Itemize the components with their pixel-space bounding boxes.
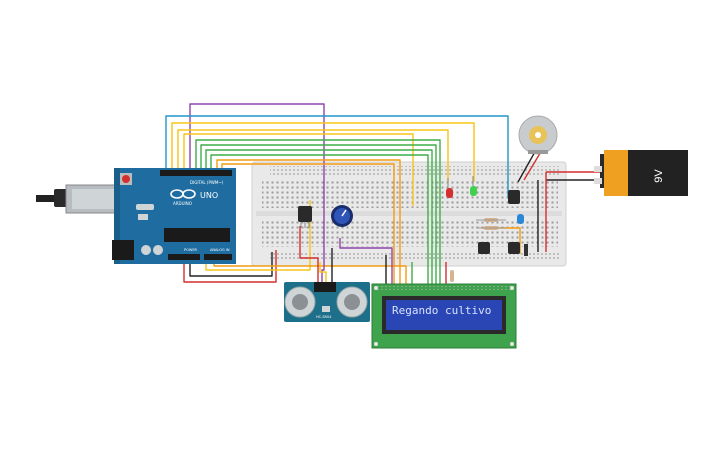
wire-yellow-1 <box>171 122 475 182</box>
wire-purple <box>189 103 325 200</box>
wire-purple-pot <box>339 238 393 285</box>
transistor-motor[interactable] <box>508 190 520 204</box>
wire-orange-1 <box>216 159 401 285</box>
arduino-infinity-icon <box>170 189 196 199</box>
ultrasonic-transducer-left <box>284 286 316 318</box>
wire-orange-2 <box>221 163 395 285</box>
power-header <box>168 254 200 260</box>
wire-yellow-3 <box>183 133 414 206</box>
analog-header <box>204 254 232 260</box>
wire-green-3 <box>205 149 433 285</box>
ultrasonic-label: HC-SR04 <box>316 315 332 319</box>
temperature-sensor[interactable] <box>298 206 312 228</box>
led-red[interactable] <box>446 178 453 198</box>
wires <box>165 103 600 285</box>
lcd-text: Regando cultivo <box>392 304 491 317</box>
microcontroller-chip <box>164 228 230 242</box>
lcd-display[interactable]: Regando cultivo <box>371 283 517 349</box>
ultrasonic-transducer-right <box>336 286 368 318</box>
wire-sensor-red <box>299 226 319 282</box>
arduino-logo-text: ARDUINO <box>173 201 192 206</box>
resistor-2[interactable] <box>476 226 506 230</box>
transistor-2[interactable] <box>508 242 520 254</box>
resistor-3[interactable] <box>450 270 454 282</box>
wire-green-2 <box>200 144 437 285</box>
potentiometer-knob[interactable] <box>331 205 353 227</box>
analog-header-label: ANALOG IN <box>210 248 230 252</box>
digital-header <box>160 170 232 176</box>
dc-motor[interactable] <box>518 115 558 155</box>
arduino-model-text: UNO <box>200 191 218 200</box>
wire-sensor-purple <box>321 200 325 282</box>
usb-cable <box>36 195 54 202</box>
wire-blue <box>165 115 509 198</box>
diode[interactable] <box>524 244 528 256</box>
ultrasonic-sensor[interactable]: HC-SR04 <box>284 282 370 322</box>
arduino-uno-board[interactable]: DIGITAL (PWM~) ARDUINO UNO POWER ANALOG … <box>36 168 236 264</box>
wire-yellow-bottom <box>205 200 311 271</box>
wire-motor-red <box>523 149 543 181</box>
wire-motor-black <box>517 149 537 183</box>
resistor-1[interactable] <box>476 218 506 222</box>
power-header-label: POWER <box>184 248 198 252</box>
wire-sensor-yellow <box>319 262 327 282</box>
wire-yellow-2 <box>177 129 449 183</box>
transistor-1[interactable] <box>478 242 490 254</box>
digital-header-label: DIGITAL (PWM~) <box>190 180 224 185</box>
wire-green-4 <box>210 154 429 285</box>
led-green[interactable] <box>470 176 477 196</box>
battery-9v[interactable]: 9V <box>594 150 688 196</box>
led-blue[interactable] <box>517 214 524 224</box>
battery-label: 9V <box>653 169 665 183</box>
wire-black-gnd <box>189 252 273 277</box>
wire-green-1 <box>195 139 441 285</box>
power-jack <box>112 240 134 260</box>
